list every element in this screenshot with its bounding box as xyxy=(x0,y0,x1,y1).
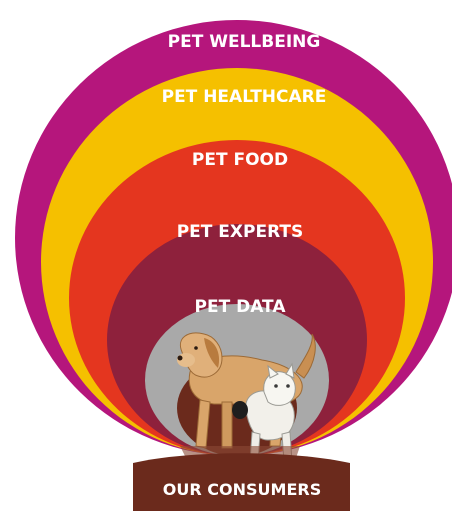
label-our-consumers: OUR CONSUMERS xyxy=(163,480,321,499)
cat-figure xyxy=(232,362,296,463)
label-pet-healthcare: PET HEALTHCARE xyxy=(162,87,327,107)
label-pet-data: PET DATA xyxy=(195,297,287,317)
label-pet-wellbeing: PET WELLBEING xyxy=(168,32,321,52)
dog-cat-image xyxy=(177,332,316,463)
label-pet-food: PET FOOD xyxy=(192,150,288,170)
label-pet-experts: PET EXPERTS xyxy=(177,222,304,242)
consumers-base xyxy=(133,453,350,511)
